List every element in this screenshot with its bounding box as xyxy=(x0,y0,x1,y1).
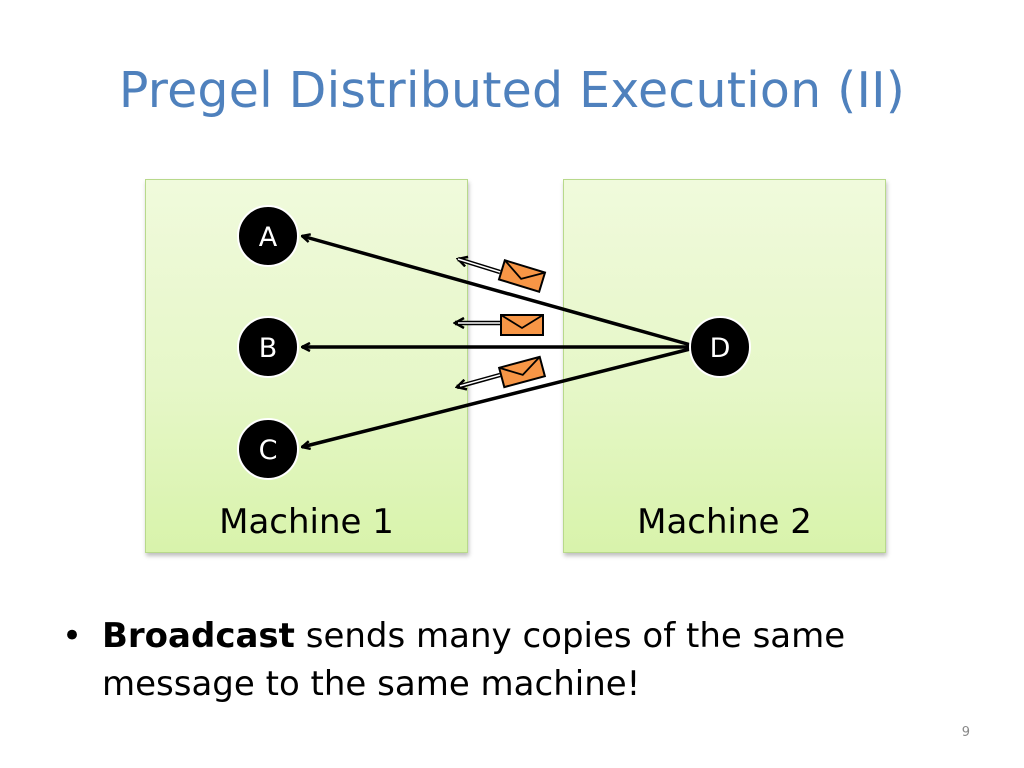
message-2 xyxy=(455,314,544,336)
bullet-dot: • xyxy=(62,616,83,656)
node-a-label: A xyxy=(259,222,278,253)
envelope-icon xyxy=(497,355,547,389)
page-number: 9 xyxy=(961,725,970,740)
machine-1-label: Machine 1 xyxy=(219,502,394,542)
node-b-label: B xyxy=(259,333,278,364)
bullet-point: • Broadcast sends many copies of the sam… xyxy=(62,612,942,708)
slide-title: Pregel Distributed Execution (II) xyxy=(118,62,906,119)
bullet-body-text: sends many copies of the same message to… xyxy=(102,616,846,704)
node-b: B xyxy=(237,316,299,378)
node-c: C xyxy=(237,418,299,480)
node-c-label: C xyxy=(259,435,278,466)
edge-d-c xyxy=(302,345,699,447)
bullet-text: Broadcast sends many copies of the same … xyxy=(102,612,942,708)
node-d: D xyxy=(689,316,751,378)
message-1 xyxy=(458,259,547,293)
node-a: A xyxy=(237,205,299,267)
envelope-icon xyxy=(500,314,544,336)
envelope-icon xyxy=(497,259,547,293)
message-3 xyxy=(457,355,547,389)
machine-2-label: Machine 2 xyxy=(637,502,812,542)
edge-d-a xyxy=(302,236,699,349)
node-d-label: D xyxy=(710,333,731,364)
bullet-bold-text: Broadcast xyxy=(102,616,295,656)
